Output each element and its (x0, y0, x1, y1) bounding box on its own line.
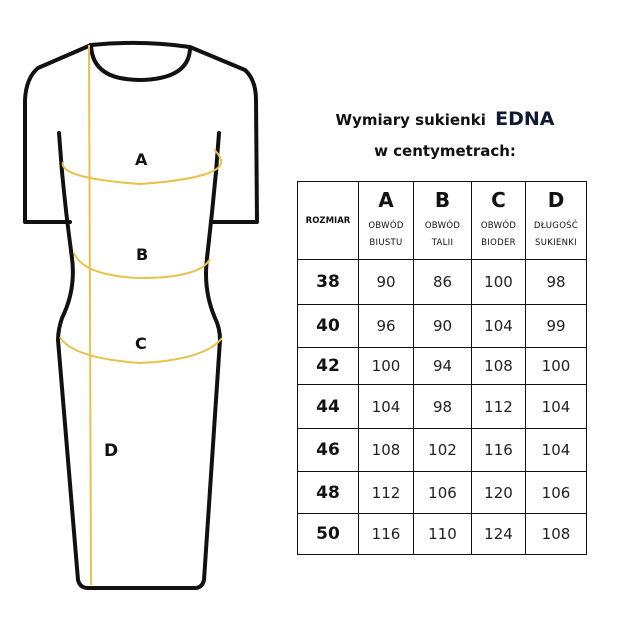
value-cell: 104 (525, 428, 587, 472)
size-cell: 44 (297, 384, 359, 429)
dress-diagram (23, 40, 259, 590)
value-cell: 100 (471, 259, 526, 305)
value-cell: 98 (525, 259, 587, 305)
title-text: Wymiary sukienki (335, 111, 486, 129)
header-col-c: C OBWÓD BIODER (471, 181, 526, 260)
table-row: 44 104 98 112 104 (297, 384, 587, 429)
size-cell: 40 (297, 304, 359, 348)
measure-a-line (61, 149, 223, 186)
value-cell: 108 (358, 428, 414, 472)
header-size: ROZMIAR (297, 181, 359, 260)
value-cell: 116 (358, 513, 414, 555)
label-a: A (135, 150, 148, 169)
label-c: C (135, 334, 147, 353)
table-row: 38 90 86 100 98 (297, 259, 587, 305)
value-cell: 112 (471, 384, 526, 429)
value-cell: 108 (471, 347, 526, 385)
header-col-a: A OBWÓD BIUSTU (358, 181, 414, 260)
value-cell: 120 (471, 471, 526, 514)
label-d: D (104, 441, 119, 461)
table-row: 46 108 102 116 104 (297, 428, 587, 472)
measure-d-line (88, 44, 92, 586)
value-cell: 99 (525, 304, 587, 348)
value-cell: 100 (525, 347, 587, 385)
size-cell: 38 (297, 259, 359, 305)
value-cell: 86 (413, 259, 472, 305)
value-cell: 104 (525, 384, 587, 429)
value-cell: 116 (471, 428, 526, 472)
table-row: 40 96 90 104 99 (297, 304, 587, 348)
value-cell: 104 (471, 304, 526, 348)
size-cell: 42 (297, 347, 359, 385)
size-cell: 50 (297, 513, 359, 555)
header-col-d: D DŁUGOŚĆ SUKIENKI (525, 181, 587, 260)
table-row: 42 100 94 108 100 (297, 347, 587, 385)
measure-b-line (73, 252, 211, 280)
value-cell: 108 (525, 513, 587, 555)
size-cell: 48 (297, 471, 359, 514)
header-col-b: B OBWÓD TALII (413, 181, 472, 260)
value-cell: 104 (358, 384, 414, 429)
value-cell: 94 (413, 347, 472, 385)
table-row: 48 112 106 120 106 (297, 471, 587, 514)
value-cell: 96 (358, 304, 414, 348)
value-cell: 90 (413, 304, 472, 348)
value-cell: 90 (358, 259, 414, 305)
value-cell: 102 (413, 428, 472, 472)
table-header-row: ROZMIAR A OBWÓD BIUSTU B OBWÓD TALII C O… (297, 181, 587, 260)
value-cell: 106 (525, 471, 587, 514)
value-cell: 112 (358, 471, 414, 514)
measure-c-line (59, 336, 223, 365)
measure-lines (59, 44, 223, 586)
size-cell: 46 (297, 428, 359, 472)
size-table: ROZMIAR A OBWÓD BIUSTU B OBWÓD TALII C O… (297, 181, 587, 555)
label-b: B (136, 245, 149, 264)
page-subtitle: w centymetrach: (374, 142, 516, 160)
page-title: Wymiary sukienki EDNA (290, 108, 600, 130)
value-cell: 98 (413, 384, 472, 429)
dress-outline (23, 40, 259, 590)
value-cell: 106 (413, 471, 472, 514)
value-cell: 124 (471, 513, 526, 555)
value-cell: 110 (413, 513, 472, 555)
table-row: 50 116 110 124 108 (297, 513, 587, 555)
brand-name: EDNA (495, 108, 555, 130)
value-cell: 100 (358, 347, 414, 385)
